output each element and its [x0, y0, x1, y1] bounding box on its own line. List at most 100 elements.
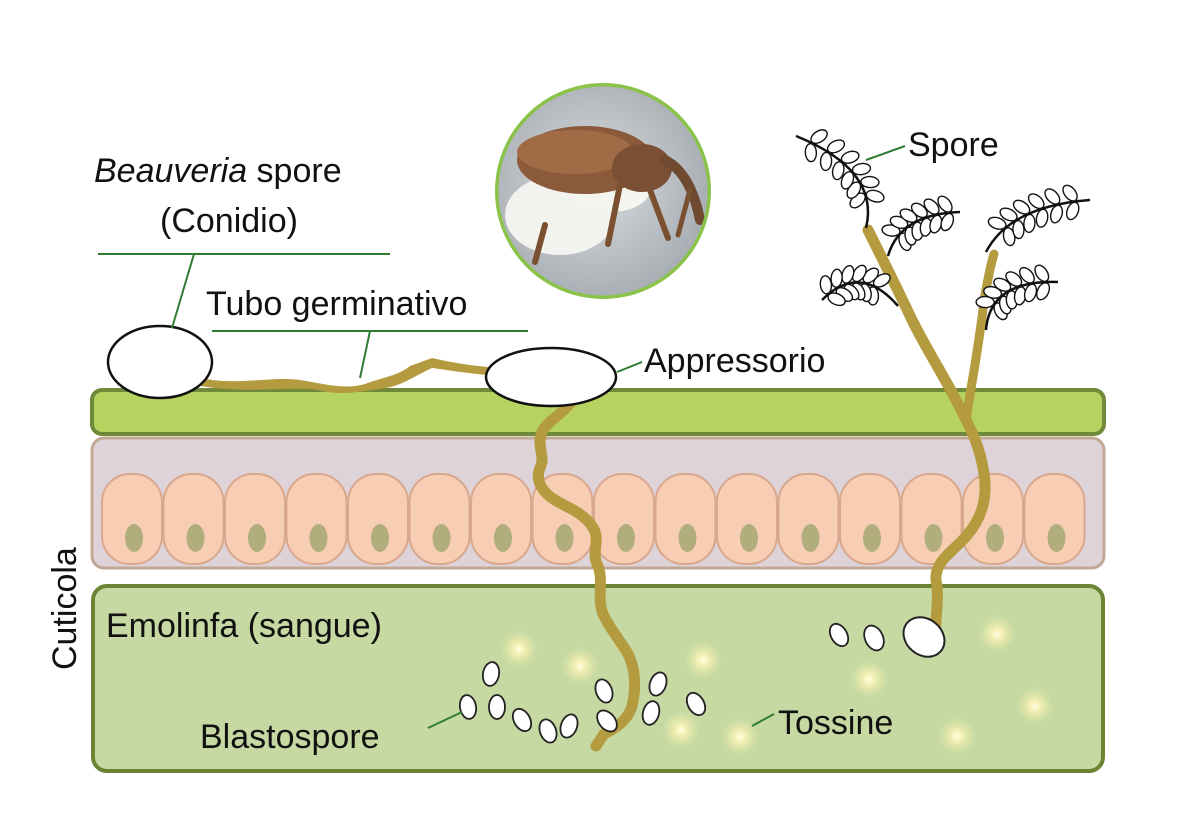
- conidium: [851, 264, 867, 283]
- conidium: [1049, 204, 1064, 224]
- conidium: [819, 275, 833, 295]
- conidium: [899, 208, 918, 223]
- blastospore: [488, 694, 506, 720]
- conidium: [1035, 208, 1049, 228]
- conidium: [872, 273, 891, 288]
- blastospore: [596, 709, 618, 733]
- appressorio-leader: [616, 361, 643, 373]
- conidium: [1065, 201, 1080, 221]
- blastospore: [648, 671, 668, 697]
- emerging-hypha-branch: [961, 249, 999, 425]
- toxin: [684, 641, 722, 679]
- cell-nucleus: [740, 524, 758, 552]
- blastospore-label: Blastospore: [200, 718, 380, 756]
- epidermal-cell: [962, 473, 1024, 565]
- conidium: [987, 216, 1007, 230]
- appressorio-label: Appressorio: [644, 342, 825, 380]
- conidium: [1012, 219, 1025, 240]
- blastospore: [902, 616, 946, 658]
- blastospore: [828, 622, 850, 648]
- epidermal-cell: [593, 473, 655, 565]
- conidium: [1019, 266, 1035, 284]
- beauveria-leader: [171, 253, 195, 329]
- conidium: [993, 277, 1012, 292]
- blastospore: [559, 713, 579, 739]
- tossine-label: Tossine: [778, 704, 893, 742]
- toxin: [561, 647, 599, 685]
- conidium: [1005, 271, 1023, 287]
- conidio-label: (Conidio): [160, 202, 298, 240]
- epidermal-cell: [777, 473, 840, 565]
- epidermal-cell: [347, 473, 409, 565]
- conidium: [999, 207, 1018, 222]
- blastospore-leader: [427, 711, 463, 729]
- cell-nucleus: [801, 524, 820, 552]
- spore-leader: [865, 145, 906, 161]
- leader-lines: [98, 145, 906, 729]
- blastospore: [594, 678, 614, 704]
- tubo-leader: [359, 330, 371, 379]
- germ-tube-hypha: [200, 358, 500, 394]
- cell-nucleus: [555, 524, 574, 552]
- cell-nucleus: [986, 524, 1004, 552]
- blastospore: [481, 661, 501, 687]
- cell-nucleus: [248, 524, 266, 552]
- conidium: [1012, 199, 1031, 215]
- insect-photo: [495, 83, 711, 299]
- conidiophore-stalk: [821, 281, 899, 307]
- conidiophore-stalk: [984, 198, 1091, 253]
- cell-nucleus: [125, 524, 143, 552]
- epidermal-cell: [716, 473, 778, 565]
- conidium: [983, 285, 1003, 299]
- conidium: [975, 295, 995, 309]
- cell-nucleus: [678, 524, 697, 552]
- cell-nucleus: [863, 524, 881, 552]
- epidermal-cell: [1023, 473, 1086, 565]
- conidium: [1027, 193, 1045, 210]
- cuticola-label: Cuticola: [46, 547, 84, 670]
- toxin: [938, 717, 976, 755]
- epidermal-cell: [162, 473, 225, 565]
- cell-nucleus: [432, 524, 451, 552]
- blastospores-group: [458, 616, 946, 744]
- blastospore: [863, 624, 885, 652]
- blastospore: [458, 694, 478, 720]
- epidermal-cell: [654, 473, 717, 565]
- penetrating-hypha: [532, 394, 641, 752]
- cell-nucleus: [309, 524, 328, 552]
- conidium: [830, 268, 843, 288]
- conidium: [1062, 184, 1078, 202]
- epidermal-cell: [101, 473, 163, 565]
- toxin: [721, 718, 759, 756]
- toxin: [850, 660, 888, 698]
- emerging-hypha-main: [862, 224, 991, 648]
- conidium: [810, 129, 828, 145]
- cell-nucleus: [371, 524, 389, 552]
- cell-nucleus: [617, 524, 635, 552]
- toxin: [662, 711, 700, 749]
- conidium: [860, 175, 880, 189]
- conidium: [827, 292, 846, 307]
- epidermal-cell: [285, 473, 348, 565]
- conidium: [940, 212, 955, 232]
- spore-chains-group: [795, 129, 1091, 331]
- conidium: [1036, 282, 1051, 301]
- conidium: [804, 142, 818, 163]
- conidium: [840, 150, 860, 164]
- epidermal-cell: [224, 473, 286, 565]
- blastospore: [641, 700, 661, 726]
- cell-nucleus: [1047, 524, 1066, 552]
- conidium: [937, 195, 953, 213]
- conidium: [826, 139, 846, 154]
- toxin: [978, 615, 1016, 653]
- epidermal-cell: [900, 473, 963, 565]
- conidium: [840, 170, 855, 190]
- cell-nucleus: [924, 524, 943, 552]
- toxins-group: [500, 615, 1054, 756]
- cell-nucleus: [494, 524, 512, 552]
- conidium: [1023, 283, 1038, 303]
- conidium: [819, 151, 833, 172]
- conidium: [862, 267, 880, 284]
